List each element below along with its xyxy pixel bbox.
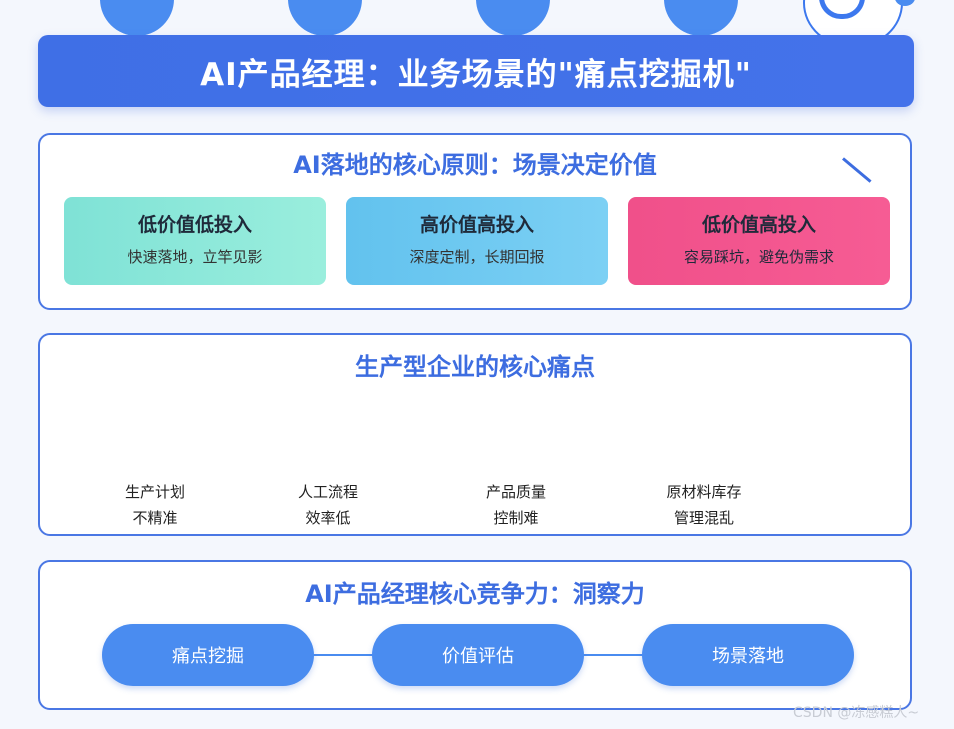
step-pill-value-assessment: 价值评估 (372, 624, 584, 686)
competence-title: AI产品经理核心竞争力：洞察力 (305, 580, 645, 608)
pain-point-line1: 产品质量 (485, 483, 546, 501)
pain-point-line1: 原材料库存 (666, 483, 742, 501)
pain-point-line2: 不精准 (132, 509, 178, 527)
card-subtitle: 深度定制，长期回报 (409, 248, 545, 266)
page-title: AI产品经理：业务场景的"痛点挖掘机" (200, 56, 752, 93)
pain-point-line2: 管理混乱 (673, 509, 734, 527)
pain-point-line1: 人工流程 (297, 483, 358, 501)
card-subtitle: 容易踩坑，避免伪需求 (683, 248, 834, 266)
decorative-circle-2 (288, 0, 362, 36)
card-subtitle: 快速落地，立竿见影 (127, 248, 263, 266)
decorative-circle-1 (100, 0, 174, 36)
principle-card-low-high: 低价值高投入 容易踩坑，避免伪需求 (628, 197, 890, 285)
pain-point-item: 人工流程 效率低 (258, 479, 398, 531)
pain-point-line2: 控制难 (493, 509, 539, 527)
principle-card-high-high: 高价值高投入 深度定制，长期回报 (346, 197, 608, 285)
pain-points-title: 生产型企业的核心痛点 (355, 353, 595, 381)
pain-point-item: 生产计划 不精准 (85, 479, 225, 531)
principle-card-low-low: 低价值低投入 快速落地，立竿见影 (64, 197, 326, 285)
watermark: CSDN @冻感糕人~ (793, 705, 920, 721)
decorative-ring-arc (819, 0, 865, 19)
competence-panel: AI产品经理核心竞争力：洞察力 痛点挖掘 价值评估 场景落地 (38, 560, 912, 710)
pain-point-line1: 生产计划 (124, 483, 185, 501)
principles-panel: AI落地的核心原则：场景决定价值 低价值低投入 快速落地，立竿见影 高价值高投入… (38, 133, 912, 310)
principles-title: AI落地的核心原则：场景决定价值 (293, 151, 657, 179)
title-banner: AI产品经理：业务场景的"痛点挖掘机" (38, 35, 914, 107)
card-title: 低价值低投入 (137, 214, 252, 236)
step-pill-scene-landing: 场景落地 (642, 624, 854, 686)
decorative-circle-4 (664, 0, 738, 36)
pain-points-panel: 生产型企业的核心痛点 生产计划 不精准 人工流程 效率低 产品质量 控制难 原材… (38, 333, 912, 536)
card-title: 高价值高投入 (419, 214, 534, 236)
step-pill-pain-mining: 痛点挖掘 (102, 624, 314, 686)
pain-point-line2: 效率低 (305, 509, 351, 527)
decorative-dot (895, 0, 915, 6)
decorative-circle-3 (476, 0, 550, 36)
card-title: 低价值高投入 (701, 214, 816, 236)
pain-point-item: 原材料库存 管理混乱 (634, 479, 774, 531)
pain-point-item: 产品质量 控制难 (446, 479, 586, 531)
